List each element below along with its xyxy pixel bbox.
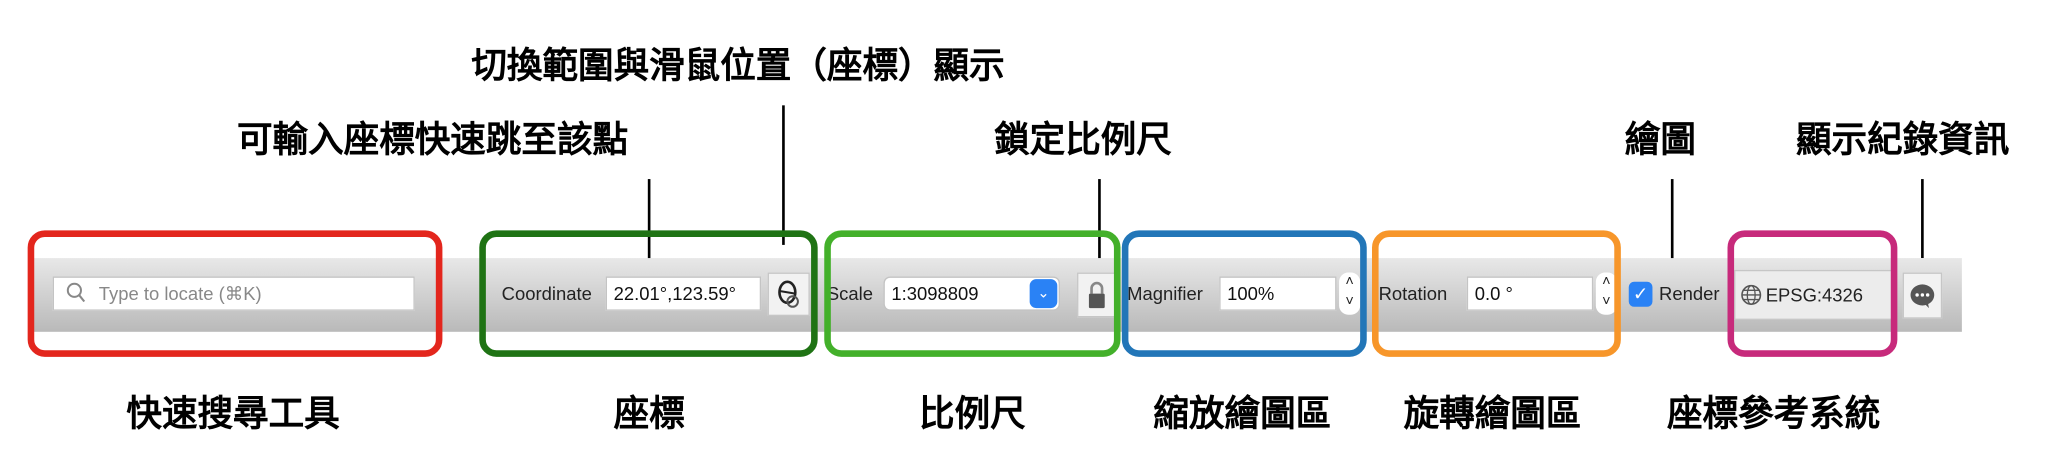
- search-placeholder: Type to locate (⌘K): [98, 283, 262, 305]
- group-label-crs: 座標參考系統: [1666, 393, 1881, 435]
- group-label-locator: 快速搜尋工具: [126, 393, 340, 435]
- group-label-coordinate: 座標: [613, 393, 685, 435]
- lock-scale-button[interactable]: [1077, 272, 1117, 318]
- lock-icon: [1088, 281, 1105, 309]
- search-icon: [66, 282, 86, 303]
- rotation-label: Rotation: [1378, 283, 1448, 305]
- globe-icon: [1741, 284, 1762, 305]
- coordinate-input[interactable]: 22.01°,123.59°: [605, 276, 762, 311]
- pointer-line: [1921, 179, 1924, 259]
- message-bubble-icon: [1910, 283, 1935, 308]
- rotation-stepper[interactable]: ˄˅: [1595, 272, 1617, 315]
- crs-value: EPSG:4326: [1765, 284, 1864, 306]
- annotation-log-messages: 顯示紀錄資訊: [1795, 119, 2010, 161]
- render-label: Render: [1659, 283, 1720, 305]
- crs-button[interactable]: EPSG:4326: [1734, 269, 1897, 320]
- chevron-down-icon[interactable]: ⌄: [1029, 279, 1058, 309]
- log-messages-button[interactable]: [1902, 272, 1943, 319]
- magnifier-input[interactable]: 100%: [1219, 276, 1337, 311]
- pointer-line: [1098, 179, 1101, 272]
- locator-search-input[interactable]: Type to locate (⌘K): [52, 276, 415, 311]
- scale-value: 1:3098809: [891, 283, 979, 305]
- group-label-scale: 比例尺: [919, 393, 1026, 435]
- coordinate-highlight: [479, 230, 818, 357]
- coordinate-label: Coordinate: [501, 283, 592, 305]
- render-checkbox[interactable]: ✓: [1628, 281, 1653, 307]
- magnifier-label: Magnifier: [1127, 283, 1203, 305]
- group-label-rotation: 旋轉繪圖區: [1403, 393, 1582, 435]
- scale-highlight: [824, 230, 1121, 357]
- locator-highlight: [27, 230, 443, 357]
- toggle-extent-button[interactable]: [767, 272, 810, 317]
- annotation-coordinate-jump: 可輸入座標快速跳至該點: [237, 119, 629, 161]
- pointer-line: [782, 105, 785, 245]
- annotation-lock-scale: 鎖定比例尺: [994, 119, 1172, 161]
- pointer-line: [647, 179, 651, 272]
- pointer-line: [1670, 179, 1674, 272]
- group-label-magnifier: 縮放繪圖區: [1153, 393, 1332, 435]
- annotation-render: 繪圖: [1624, 119, 1696, 161]
- annotation-extent-toggle: 切換範圍與滑鼠位置（座標）顯示: [471, 46, 1005, 87]
- magnifier-highlight: [1121, 230, 1367, 357]
- scale-label: Scale: [826, 283, 874, 305]
- magnifier-stepper[interactable]: ˄˅: [1339, 272, 1361, 315]
- crs-highlight: [1727, 230, 1898, 357]
- rotation-input[interactable]: 0.0 °: [1466, 276, 1594, 311]
- rotation-highlight: [1372, 230, 1621, 357]
- mouse-extent-icon: [778, 279, 799, 308]
